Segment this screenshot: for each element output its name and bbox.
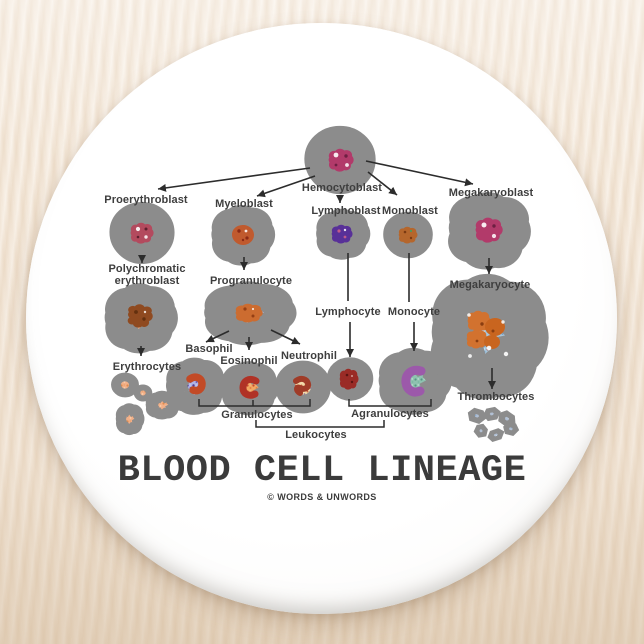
label-lymphoblast: Lymphoblast <box>311 205 381 217</box>
basophil-cell <box>174 364 219 408</box>
label-megakaryoblast: Megakaryoblast <box>448 187 534 199</box>
label-eosinophil: Eosinophil <box>220 355 278 367</box>
lymphocyte-cell <box>333 363 368 396</box>
label-thrombocytes: Thrombocytes <box>457 391 535 403</box>
label-proerythroblast: Proerythroblast <box>104 194 188 206</box>
label-agranulocytes: Agranulocytes <box>351 408 429 420</box>
label-megakaryocyte: Megakaryocyte <box>449 279 531 291</box>
granulocytes-bracket <box>198 399 311 407</box>
myeloblast-cell <box>220 212 266 257</box>
label-erythrocytes: Erythrocytes <box>112 361 182 373</box>
cell-illustrations <box>112 135 535 444</box>
label-monocyte: Monocyte <box>387 306 441 318</box>
label-basophil: Basophil <box>185 343 233 355</box>
label-neutrophil: Neutrophil <box>281 350 337 362</box>
eosinophil-cell <box>229 368 272 409</box>
thrombocytes-cells <box>466 406 520 444</box>
megakaryoblast-cell <box>458 202 520 260</box>
product-title: BLOOD CELL LINEAGE <box>117 450 527 492</box>
copyright-credit: © WORDS & UNWORDS <box>267 492 377 502</box>
hemocytoblast-cell <box>314 135 366 185</box>
label-lymphocyte: Lymphocyte <box>315 306 381 318</box>
label-polychromatic-erythroblast: Polychromatic erythroblast <box>108 263 186 287</box>
leukocytes-bracket <box>255 420 385 428</box>
label-myeloblast: Myeloblast <box>215 198 273 210</box>
label-hemocytoblast: Hemocytoblast <box>301 182 383 194</box>
polychromatic-erythroblast-cell <box>114 291 168 345</box>
grouping-brackets <box>198 399 432 428</box>
megakaryocyte-cell <box>443 292 535 384</box>
label-monoblast: Monoblast <box>382 205 438 217</box>
label-progranulocyte: Progranulocyte <box>209 275 293 287</box>
label-leukocytes: Leukocytes <box>285 429 347 441</box>
monocyte-cell <box>388 356 443 406</box>
lymphoblast-cell <box>323 215 363 253</box>
lineage-arrows <box>137 160 496 389</box>
proerythroblast-cell <box>119 211 165 255</box>
agranulocytes-bracket <box>348 399 432 407</box>
label-granulocytes: Granulocytes <box>221 409 293 421</box>
monoblast-cell <box>390 218 426 252</box>
neutrophil-cell <box>283 368 324 408</box>
progranulocyte-cell <box>216 289 284 337</box>
